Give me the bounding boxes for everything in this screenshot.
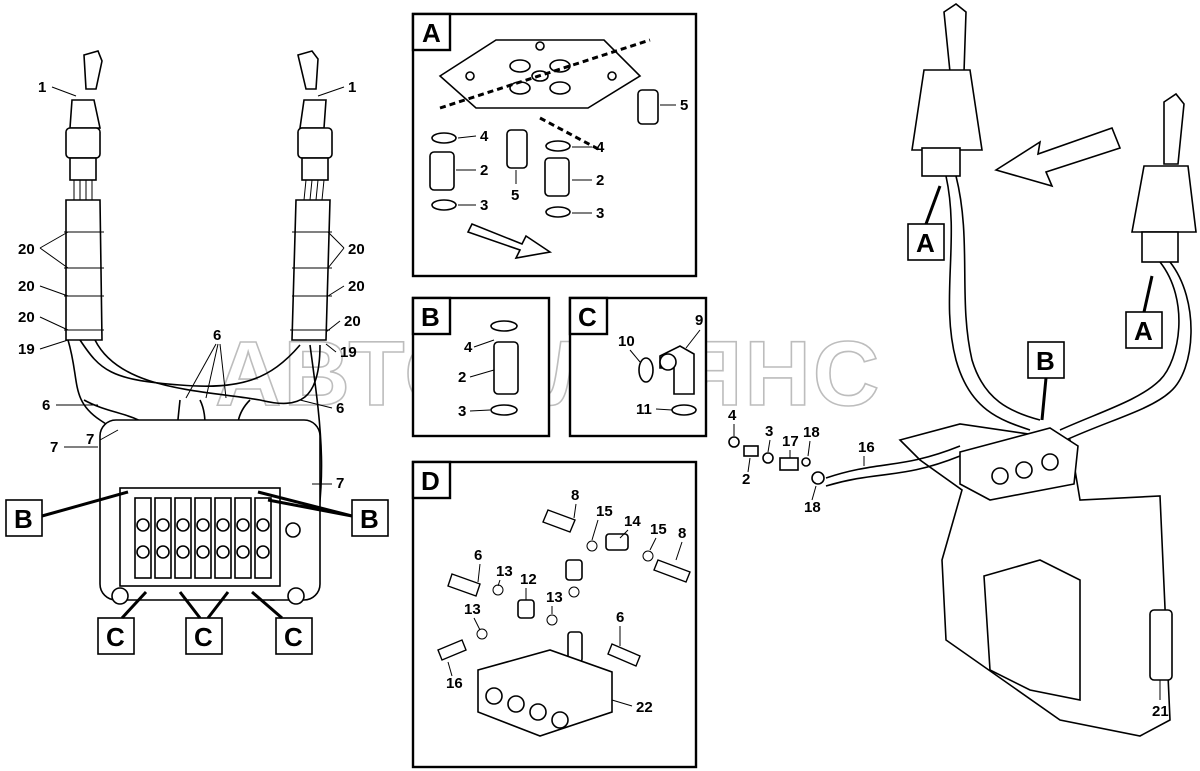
right-joystick bbox=[290, 50, 333, 341]
direction-arrow bbox=[994, 126, 1122, 188]
panel-C-letter: C bbox=[578, 302, 597, 332]
callout-4-B: 4 bbox=[464, 339, 473, 356]
tag-B-right: B bbox=[257, 490, 389, 537]
callout-13-D2: 13 bbox=[464, 601, 481, 618]
svg-text:B: B bbox=[1036, 346, 1055, 376]
left-assembly: 1 1 20 20 20 19 20 20 20 19 6 6 6 7 7 7 bbox=[5, 50, 389, 655]
callout-13-D3: 13 bbox=[546, 589, 563, 606]
callout-6-D2: 6 bbox=[616, 609, 624, 626]
callout-13-D1: 13 bbox=[496, 563, 513, 580]
callout-15-D1: 15 bbox=[596, 503, 613, 520]
svg-text:C: C bbox=[194, 622, 213, 652]
panel-D: D 8 15 14 15 8 6 13 12 13 bbox=[411, 460, 698, 769]
callout-18-R1: 18 bbox=[803, 424, 820, 441]
callout-16-R: 16 bbox=[858, 439, 875, 456]
panel-C: C 9 10 11 bbox=[568, 296, 708, 438]
callout-3-R: 3 bbox=[765, 423, 773, 440]
tag-A-2: A bbox=[1125, 275, 1163, 349]
callout-21-R: 21 bbox=[1152, 703, 1169, 720]
callout-2-R: 2 bbox=[742, 471, 750, 488]
tag-C-3: C bbox=[251, 590, 313, 655]
callout-12-D: 12 bbox=[520, 571, 537, 588]
callout-15-D2: 15 bbox=[650, 521, 667, 538]
panel-A: A 5 4 2 3 5 4 2 3 bbox=[411, 12, 698, 278]
callout-18-R2: 18 bbox=[804, 499, 821, 516]
panel-A-letter: A bbox=[422, 18, 441, 48]
callout-19-left: 19 bbox=[18, 341, 35, 358]
left-joystick bbox=[64, 50, 104, 341]
tag-C-2: C bbox=[178, 591, 230, 655]
callout-2-B: 2 bbox=[458, 369, 466, 386]
tag-A-1: A bbox=[907, 185, 945, 261]
callout-3-a: 3 bbox=[480, 197, 488, 214]
tag-B-left: B bbox=[5, 490, 129, 537]
callout-9-C: 9 bbox=[695, 312, 703, 329]
svg-text:B: B bbox=[14, 504, 33, 534]
callout-2-a: 2 bbox=[480, 162, 488, 179]
panel-D-letter: D bbox=[421, 466, 440, 496]
callout-19-right: 19 bbox=[340, 344, 357, 361]
callout-20-e: 20 bbox=[348, 278, 365, 295]
panel-B-letter: B bbox=[421, 302, 440, 332]
svg-text:A: A bbox=[916, 228, 935, 258]
callout-22-D: 22 bbox=[636, 699, 653, 716]
callout-8-D2: 8 bbox=[678, 525, 686, 542]
callout-1-right: 1 bbox=[348, 79, 356, 96]
svg-text:C: C bbox=[106, 622, 125, 652]
callout-20-d: 20 bbox=[348, 241, 365, 258]
callout-20-b: 20 bbox=[18, 278, 35, 295]
callout-20-c: 20 bbox=[18, 309, 35, 326]
callout-20-a: 20 bbox=[18, 241, 35, 258]
callout-5-a: 5 bbox=[680, 97, 688, 114]
callout-6-D1: 6 bbox=[474, 547, 482, 564]
callout-7-b: 7 bbox=[86, 431, 94, 448]
tag-B-3: B bbox=[1027, 341, 1065, 421]
callout-10-C: 10 bbox=[618, 333, 635, 350]
callout-11-C: 11 bbox=[636, 401, 652, 418]
right-assembly: A A B 4 2 3 bbox=[728, 3, 1197, 737]
callout-3-B: 3 bbox=[458, 403, 466, 420]
callout-5-b: 5 bbox=[511, 187, 519, 204]
callout-6-right: 6 bbox=[336, 400, 344, 417]
callout-2-b: 2 bbox=[596, 172, 604, 189]
callout-8-D1: 8 bbox=[571, 487, 579, 504]
callout-20-f: 20 bbox=[344, 313, 361, 330]
callout-7-c: 7 bbox=[336, 475, 344, 492]
callout-1-left: 1 bbox=[38, 79, 46, 96]
callout-17-R: 17 bbox=[782, 433, 799, 450]
callout-16-D: 16 bbox=[446, 675, 463, 692]
svg-text:A: A bbox=[1134, 316, 1153, 346]
svg-text:C: C bbox=[284, 622, 303, 652]
callout-7-a: 7 bbox=[50, 439, 58, 456]
callout-4-b: 4 bbox=[596, 139, 605, 156]
callout-4-R: 4 bbox=[728, 407, 737, 424]
valve-sections bbox=[111, 497, 305, 605]
tag-C-1: C bbox=[97, 590, 148, 655]
panel-B: B 4 2 3 bbox=[411, 296, 551, 438]
callout-6-top: 6 bbox=[213, 327, 221, 344]
callout-4-a: 4 bbox=[480, 128, 489, 145]
callout-6-left: 6 bbox=[42, 397, 50, 414]
callout-3-b: 3 bbox=[596, 205, 604, 222]
callout-14-D: 14 bbox=[624, 513, 641, 530]
svg-text:B: B bbox=[360, 504, 379, 534]
